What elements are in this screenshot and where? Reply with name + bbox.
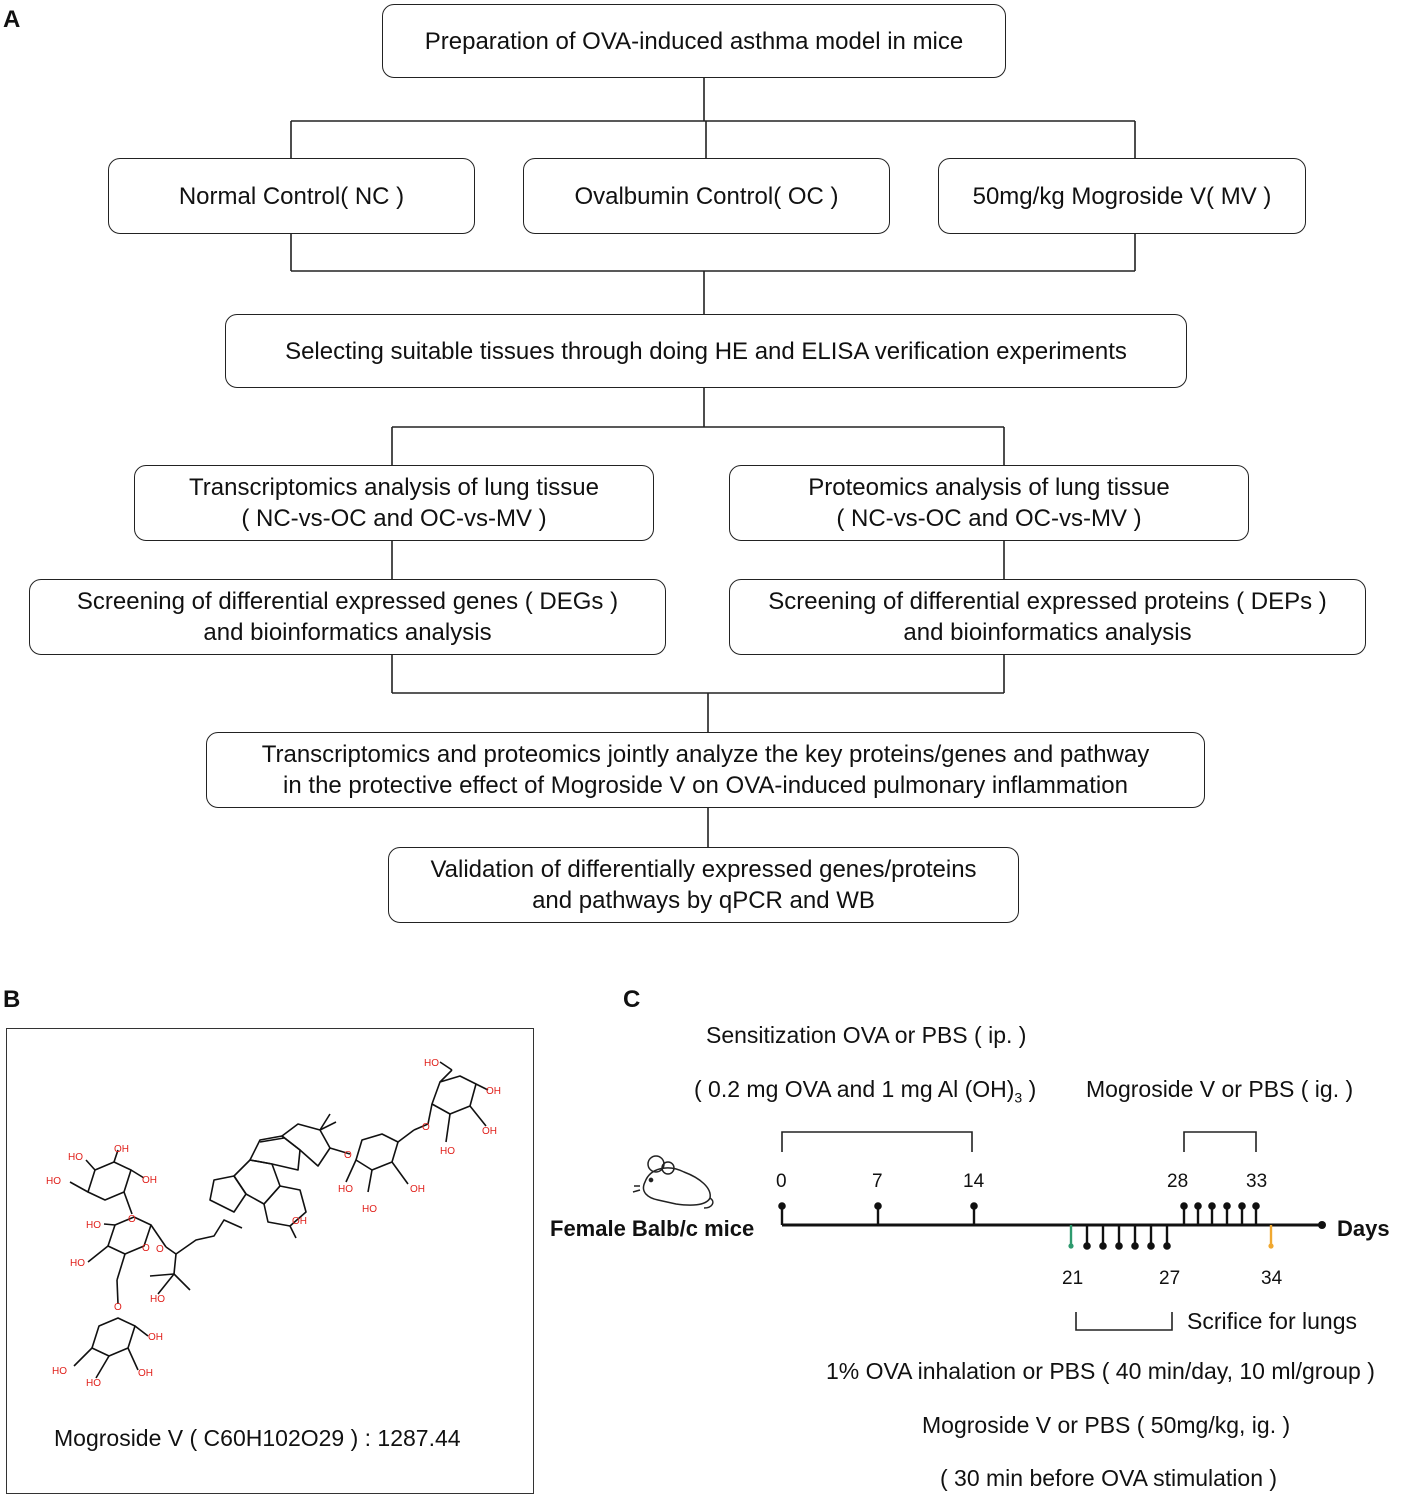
ova-dose-prefix: ( 0.2 mg OVA and 1 mg Al (OH) <box>694 1076 1015 1102</box>
mogroside-dose-label: Mogroside V or PBS ( 50mg/kg, ig. ) <box>922 1412 1291 1438</box>
flow-box-deps-screening: Screening of differential expressed prot… <box>729 579 1366 655</box>
flow-text-mogroside-group: 50mg/kg Mogroside V( MV ) <box>972 182 1272 210</box>
day-label-7: 7 <box>872 1171 883 1192</box>
day-label-21: 21 <box>1062 1268 1084 1289</box>
day21-marker <box>1068 1243 1074 1249</box>
structure-label-o: O <box>128 1214 136 1225</box>
flow-text-proteomics-line2: ( NC-vs-OC and OC-vs-MV ) <box>836 505 1142 532</box>
structure-frame <box>6 1028 534 1494</box>
days-axis-label: Days <box>1337 1216 1390 1241</box>
structure-label-ho: HO <box>86 1378 101 1389</box>
structure-label-ho: HO <box>68 1152 83 1163</box>
flow-text-degs-line2: and bioinformatics analysis <box>203 619 492 646</box>
panel-label-b: B <box>3 986 21 1013</box>
day-label-14: 14 <box>963 1171 985 1192</box>
flow-box-normal-control: Normal Control( NC ) <box>108 158 475 234</box>
day-label-0: 0 <box>776 1171 787 1192</box>
structure-label-ho: HO <box>52 1366 67 1377</box>
flow-text-proteomics-line1: Proteomics analysis of lung tissue <box>808 474 1170 501</box>
structure-label-ho: HO <box>70 1258 85 1269</box>
flow-box-tissue-selection: Selecting suitable tissues through doing… <box>225 314 1187 388</box>
day-label-33: 33 <box>1246 1171 1268 1192</box>
structure-label-ho: HO <box>46 1176 61 1187</box>
flow-box-proteomics: Proteomics analysis of lung tissue ( NC-… <box>729 465 1249 541</box>
structure-label-oh: OH <box>142 1175 157 1186</box>
structure-label-ho: HO <box>440 1146 455 1157</box>
structure-label-oh: OH <box>482 1126 497 1137</box>
day-label-34: 34 <box>1261 1268 1283 1289</box>
flow-text-deps-line1: Screening of differential expressed prot… <box>768 588 1327 615</box>
structure-label-oh: OH <box>486 1086 501 1097</box>
flow-box-model-preparation: Preparation of OVA-induced asthma model … <box>382 4 1006 78</box>
flow-box-mogroside-group: 50mg/kg Mogroside V( MV ) <box>938 158 1306 234</box>
structure-label-o: O <box>422 1122 430 1133</box>
flow-box-ovalbumin-control: Ovalbumin Control( OC ) <box>523 158 890 234</box>
flow-text-transcriptomics-line2: ( NC-vs-OC and OC-vs-MV ) <box>241 505 547 532</box>
mogroside-ig-label: Mogroside V or PBS ( ig. ) <box>1086 1076 1354 1102</box>
flow-box-joint-analysis: Transcriptomics and proteomics jointly a… <box>206 732 1205 808</box>
structure-label-o: O <box>344 1150 352 1161</box>
day-label-28: 28 <box>1167 1171 1189 1192</box>
flow-text-joint-line2: in the protective effect of Mogroside V … <box>283 772 1128 799</box>
structure-label-o: O <box>156 1244 164 1255</box>
flow-box-degs-screening: Screening of differential expressed gene… <box>29 579 666 655</box>
ova-dose-label: ( 0.2 mg OVA and 1 mg Al (OH)3 ) <box>694 1076 1036 1106</box>
flow-text-validation-line1: Validation of differentially expressed g… <box>430 856 977 883</box>
ova-dose-suffix: ) <box>1022 1076 1037 1102</box>
flow-box-transcriptomics: Transcriptomics analysis of lung tissue … <box>134 465 654 541</box>
structure-label-ho: HO <box>424 1058 439 1069</box>
sensitization-bracket <box>781 1131 973 1152</box>
subject-label: Female Balb/c mice <box>550 1216 755 1241</box>
flow-text-model-preparation: Preparation of OVA-induced asthma model … <box>424 27 964 55</box>
flow-text-tissue-selection: Selecting suitable tissues through doing… <box>285 337 1127 365</box>
structure-label-ho: HO <box>86 1220 101 1231</box>
inhalation-bracket <box>1075 1312 1173 1331</box>
ova-dose-subscript: 3 <box>1014 1089 1023 1106</box>
timeline-axis-end <box>1318 1221 1326 1229</box>
flow-text-transcriptomics-line1: Transcriptomics analysis of lung tissue <box>189 474 599 501</box>
structure-label-oh: OH <box>114 1144 129 1155</box>
flow-text-normal-control: Normal Control( NC ) <box>178 182 405 210</box>
flow-box-validation: Validation of differentially expressed g… <box>388 847 1019 923</box>
sensitization-label: Sensitization OVA or PBS ( ip. ) <box>706 1022 1027 1048</box>
structure-label-ho: HO <box>362 1204 377 1215</box>
structure-label-oh: OH <box>138 1368 153 1379</box>
day34-marker <box>1268 1243 1274 1249</box>
structure-label-oh: OH <box>292 1216 307 1227</box>
flow-text-deps-line2: and bioinformatics analysis <box>903 619 1192 646</box>
flow-text-degs-line1: Screening of differential expressed gene… <box>76 588 619 615</box>
inhalation-label: 1% OVA inhalation or PBS ( 40 min/day, 1… <box>826 1358 1375 1384</box>
structure-label-oh: OH <box>148 1332 163 1343</box>
structure-label-oh: OH <box>410 1184 425 1195</box>
flow-text-validation-line2: and pathways by qPCR and WB <box>532 887 875 914</box>
structure-caption: Mogroside V ( C60H102O29 ) : 1287.44 <box>54 1425 461 1451</box>
panel-label-c: C <box>623 986 641 1013</box>
mouse-icon <box>632 1155 714 1209</box>
structure-label-ho: HO <box>338 1184 353 1195</box>
mogroside-top-bracket <box>1183 1131 1257 1152</box>
structure-label-o: O <box>142 1243 150 1254</box>
structure-label-o: O <box>114 1302 122 1313</box>
flow-text-joint-line1: Transcriptomics and proteomics jointly a… <box>261 741 1150 768</box>
sacrifice-label: Scrifice for lungs <box>1187 1308 1358 1334</box>
structure-label-ho: HO <box>150 1294 165 1305</box>
day-label-27: 27 <box>1159 1268 1181 1289</box>
timing-label: ( 30 min before OVA stimulation ) <box>940 1465 1278 1491</box>
flow-text-ovalbumin-control: Ovalbumin Control( OC ) <box>574 182 839 210</box>
panel-label-a: A <box>3 6 21 33</box>
